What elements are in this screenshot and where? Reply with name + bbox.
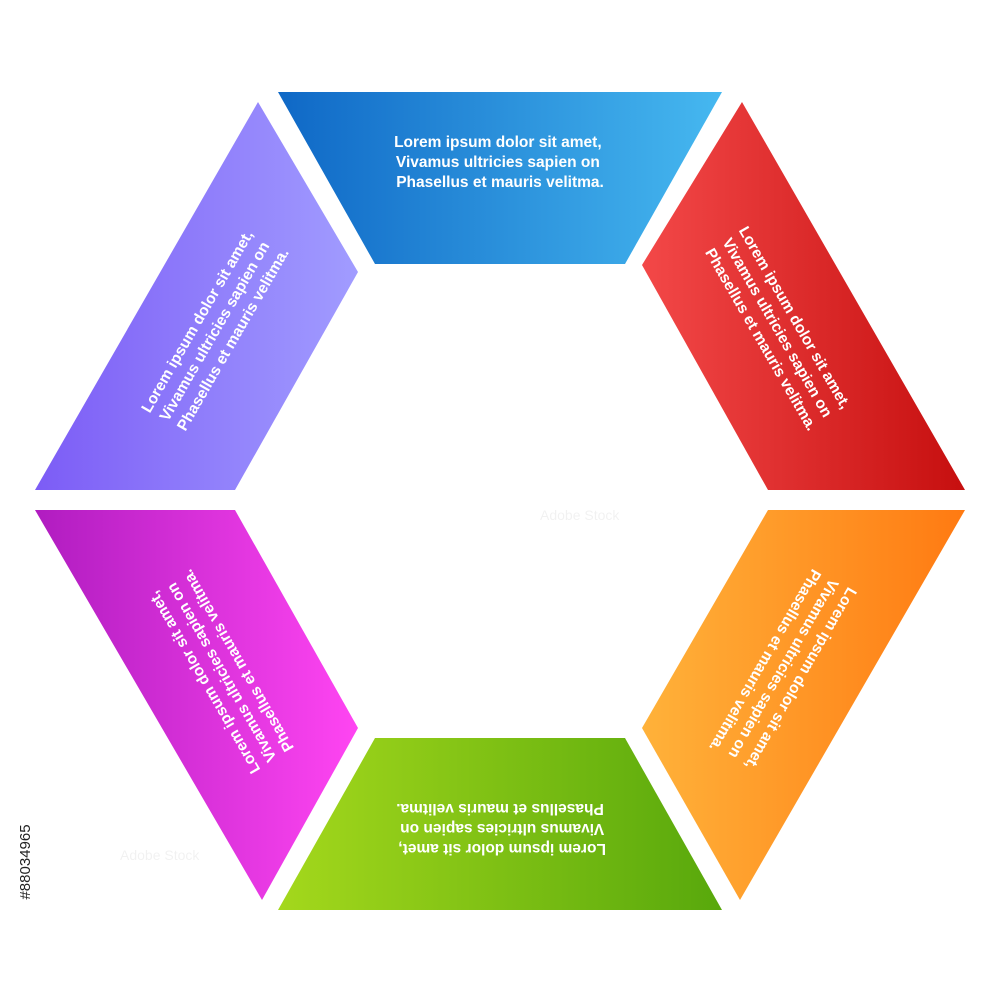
segment-top: Lorem ipsum dolor sit amet, Vivamus ultr… xyxy=(278,92,722,264)
segment-lower-left-shape xyxy=(35,510,358,900)
segment-bottom-line-1: Lorem ipsum dolor sit amet, xyxy=(398,840,606,857)
segment-top-line-3: Phasellus et mauris velitma. xyxy=(396,174,604,191)
segment-top-shape xyxy=(278,92,722,264)
segment-top-line-1: Lorem ipsum dolor sit amet, xyxy=(394,134,602,151)
svg-text:Adobe Stock: Adobe Stock xyxy=(120,847,200,863)
segment-upper-left-shape xyxy=(35,102,358,490)
segment-upper-right-shape xyxy=(642,102,965,490)
segment-bottom-line-3: Phasellus et mauris velitma. xyxy=(396,800,604,817)
segment-upper-right: Lorem ipsum dolor sit amet, Vivamus ultr… xyxy=(642,102,965,490)
stock-id-label: #88034965 xyxy=(17,824,34,899)
segment-lower-left: Lorem ipsum dolor sit amet, Vivamus ultr… xyxy=(35,510,358,900)
segment-bottom: Lorem ipsum dolor sit amet, Vivamus ultr… xyxy=(278,738,722,910)
segment-bottom-text: Lorem ipsum dolor sit amet, Vivamus ultr… xyxy=(394,800,606,857)
segment-lower-right-shape xyxy=(642,510,965,900)
segment-bottom-shape xyxy=(278,738,722,910)
segment-bottom-line-2: Vivamus ultricies sapien on xyxy=(400,820,604,837)
svg-text:Lorem ipsum dolor sit amet,: Lorem ipsum dolor sit amet, Vivamus ultr… xyxy=(394,800,606,857)
segment-top-text: Lorem ipsum dolor sit amet, Vivamus ultr… xyxy=(394,134,606,191)
segment-top-line-2: Vivamus ultricies sapien on xyxy=(396,154,600,171)
svg-text:Adobe Stock: Adobe Stock xyxy=(540,507,620,523)
svg-text:Lorem ipsum dolor sit amet,: Lorem ipsum dolor sit amet, Vivamus ultr… xyxy=(394,134,606,191)
segment-lower-right: Lorem ipsum dolor sit amet, Vivamus ultr… xyxy=(642,510,965,900)
segment-upper-left: Lorem ipsum dolor sit amet, Vivamus ultr… xyxy=(35,102,358,490)
